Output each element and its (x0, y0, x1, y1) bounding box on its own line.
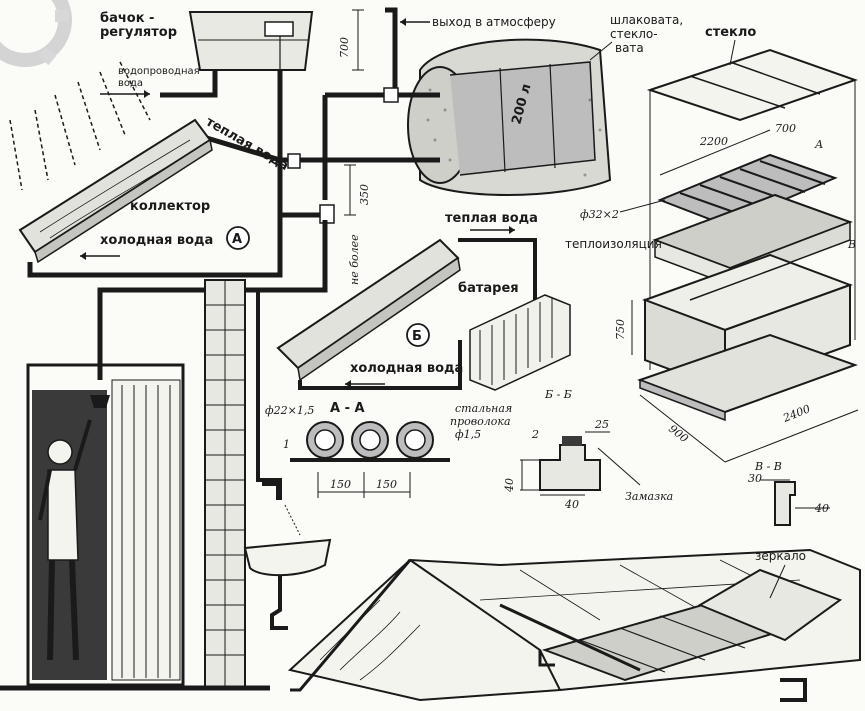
thermal-insulation-label: теплоизоляция (565, 237, 662, 251)
roof-hinge (538, 650, 555, 667)
dim-750-label: 750 (614, 319, 627, 340)
section-aa-title: А - А (330, 401, 365, 416)
wire-label-3: ф1,5 (455, 428, 481, 441)
dim-2-label: 2 (531, 428, 539, 441)
warm-water-b-arrowhead (509, 226, 515, 234)
tee-fitting-2 (383, 87, 399, 103)
tank-regulator (188, 11, 314, 71)
wire-label-2: проволока (450, 415, 511, 428)
dim-40-v-label: 40 (503, 478, 516, 493)
insulation-label-1: шлаковата, (610, 13, 683, 27)
section-bb-title: Б - Б (544, 388, 572, 401)
dim-2200-label: 2200 (699, 135, 728, 148)
mirror-leader (769, 564, 786, 599)
storage-barrel (407, 38, 612, 196)
dim-40-vv-label: 40 (814, 502, 829, 515)
marker-a-circle (226, 226, 250, 250)
tee-fitting-1 (287, 153, 301, 169)
mirror-panel (697, 568, 843, 642)
roof-structure (287, 548, 861, 702)
dim-1-label: 1 (283, 438, 290, 451)
person-figure (38, 419, 92, 661)
sink-pipe (256, 290, 270, 482)
sec-a-marker: А (814, 138, 823, 151)
tank-regulator-label-1: бачок - (100, 11, 154, 26)
gear-icon (0, 0, 72, 67)
dim-900-2400 (639, 394, 859, 463)
wire-label-1: стальная (455, 402, 512, 415)
dim-700-tank-label: 700 (338, 37, 351, 58)
vent-arrowhead (400, 18, 406, 26)
vent-label: выход в атмосферу (432, 15, 556, 29)
section-aa-pipes (306, 421, 434, 459)
dim-150-lines (317, 472, 411, 498)
vent-pipe (385, 7, 398, 95)
collector-b-cold-pipe (298, 340, 462, 390)
tank-regulator-label-2: регулятор (100, 25, 177, 40)
dim-2400-label: 2400 (780, 402, 812, 425)
faucet-icon (262, 478, 301, 536)
cold-water-a-label: холодная вода (100, 233, 213, 248)
marker-b-label: Б (412, 329, 422, 344)
water-supply-arrowhead (144, 90, 150, 98)
dim-900-label: 900 (666, 422, 691, 445)
pipe-32-leader (619, 199, 666, 213)
dim-30-label: 30 (748, 472, 762, 485)
pipe-22-label: ф22×1,5 (265, 404, 314, 417)
sec-b-marker: В (847, 238, 856, 251)
absorber-grid (657, 153, 838, 227)
collector-a-cold-pipe (27, 250, 283, 278)
dim-700-a-label: 700 (775, 122, 796, 135)
dim-150-1-label: 150 (330, 478, 351, 491)
dim-350-label: 350 (358, 184, 371, 205)
insulation-label-3: вата (615, 41, 644, 55)
sun-rays (9, 61, 151, 191)
warm-water-b-label: теплая вода (445, 211, 538, 226)
brick-wall (204, 279, 246, 689)
collector-label: коллектор (130, 199, 210, 214)
dim-700-tank (352, 9, 364, 71)
marker-b-circle (406, 323, 430, 347)
glass-leader (729, 39, 736, 66)
bottom-board (637, 333, 858, 422)
collector-b (276, 238, 461, 382)
dim-40-h-label: 40 (564, 498, 579, 511)
battery-label: батарея (458, 281, 519, 296)
water-supply-label-2: вода (118, 78, 143, 89)
cold-water-a-arrowhead (80, 252, 86, 260)
insulation-leader (589, 41, 613, 61)
cold-water-b-label: холодная вода (350, 361, 463, 376)
mirror-prop-rod (499, 603, 641, 672)
dim-350 (344, 164, 356, 216)
collector-a (18, 118, 213, 264)
water-supply-label-1: водопроводная (118, 66, 200, 77)
dim-150-2-label: 150 (376, 478, 397, 491)
glass-label: стекло (705, 25, 756, 40)
dim-2200 (659, 129, 771, 176)
section-vv-profile (760, 479, 830, 526)
battery-radiator (469, 294, 571, 391)
putty-label: Замазка (625, 490, 673, 503)
pipe-32-label: ф32×2 (580, 208, 619, 221)
collector-b-warm-pipe (458, 238, 537, 300)
section-vv-title: В - В (754, 460, 782, 473)
section-bb-profile (520, 431, 641, 496)
dim-25-label: 25 (594, 418, 609, 431)
glass-panel (646, 48, 859, 122)
no-more-label: не более (348, 234, 361, 285)
mirror-label: зеркало (755, 549, 806, 563)
cold-water-b-arrowhead (345, 380, 351, 388)
marker-a-label: А (232, 232, 242, 247)
insulation-label-2: стекло- (610, 27, 658, 41)
sink (243, 538, 332, 630)
supply-pipe (160, 70, 218, 98)
roof-bracket (780, 678, 807, 702)
shower-head-icon (90, 395, 110, 408)
